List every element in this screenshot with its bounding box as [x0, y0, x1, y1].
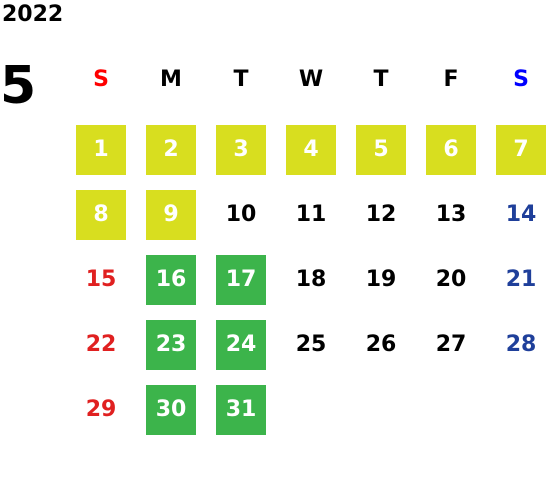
day-cell: 9: [146, 190, 196, 240]
day-cell: 15: [85, 267, 117, 292]
day-cell: 8: [76, 190, 126, 240]
day-cell: 6: [426, 125, 476, 175]
day-cell: 24: [216, 320, 266, 370]
day-cell: 11: [295, 202, 327, 227]
day-cell: 13: [435, 202, 467, 227]
weekday-label: S: [93, 67, 109, 92]
day-cell: 31: [216, 385, 266, 435]
day-cell: 5: [356, 125, 406, 175]
calendar-year: 2022: [2, 2, 64, 27]
day-cell: 22: [85, 332, 117, 357]
weekday-label: S: [513, 67, 529, 92]
day-cell: 19: [365, 267, 397, 292]
day-cell: 7: [496, 125, 546, 175]
day-cell: 27: [435, 332, 467, 357]
day-cell: 28: [505, 332, 537, 357]
day-cell: 26: [365, 332, 397, 357]
weekday-label: T: [373, 67, 389, 92]
day-cell: 12: [365, 202, 397, 227]
day-cell: 16: [146, 255, 196, 305]
weekday-label: T: [233, 67, 249, 92]
day-cell: 25: [295, 332, 327, 357]
day-cell: 2: [146, 125, 196, 175]
weekday-label: W: [298, 67, 324, 92]
day-cell: 30: [146, 385, 196, 435]
day-cell: 4: [286, 125, 336, 175]
day-cell: 21: [505, 267, 537, 292]
day-cell: 17: [216, 255, 266, 305]
day-cell: 14: [505, 202, 537, 227]
day-cell: 1: [76, 125, 126, 175]
day-cell: 29: [85, 397, 117, 422]
day-cell: 10: [225, 202, 257, 227]
weekday-label: M: [160, 67, 182, 92]
day-cell: 23: [146, 320, 196, 370]
weekday-label: F: [443, 67, 459, 92]
calendar-month: 5: [0, 56, 37, 116]
day-cell: 18: [295, 267, 327, 292]
day-cell: 3: [216, 125, 266, 175]
day-cell: 20: [435, 267, 467, 292]
